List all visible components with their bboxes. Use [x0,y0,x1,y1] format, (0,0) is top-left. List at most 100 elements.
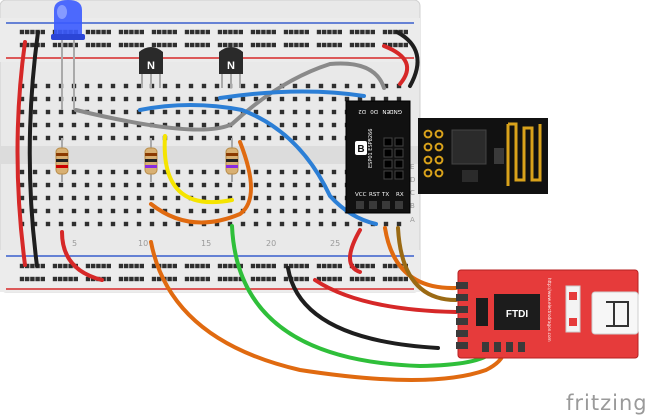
breadboard-hole [136,109,142,115]
breadboard-hole [19,29,25,35]
breadboard-hole [360,263,365,269]
breadboard-hole [136,221,142,227]
breadboard-hole [32,195,38,201]
breadboard-hole [227,109,233,115]
breadboard-hole [228,276,233,282]
breadboard-hole [271,29,276,35]
breadboard-hole [139,263,144,269]
breadboard-hole [332,263,337,269]
breadboard-hole [228,29,233,35]
breadboard-hole [106,263,111,269]
ftdi-header-pin [456,294,468,301]
breadboard-hole [294,29,299,35]
wire-yellow [162,134,234,205]
breadboard-hole [388,42,393,48]
breadboard-hole [162,29,167,35]
breadboard-hole [58,276,63,282]
breadboard-hole [84,195,90,201]
breadboard-hole [71,221,77,227]
breadboard-hole [271,263,276,269]
breadboard-hole [271,276,276,282]
breadboard-hole [331,208,337,214]
esp-pin-top-3: D0 [370,108,378,114]
breadboard-hole [184,29,190,35]
breadboard-hole [71,122,77,128]
breadboard-hole [40,263,45,269]
breadboard-hole [294,276,299,282]
breadboard-hole [305,182,311,188]
breadboard-hole [110,122,116,128]
breadboard-hole [200,276,205,282]
breadboard-hole [214,122,220,128]
breadboard-hole [240,169,246,175]
breadboard-hole [250,29,256,35]
breadboard-hole [97,208,103,214]
breadboard-hole [370,42,375,48]
wire-red-left-rail [15,40,27,267]
breadboard-hole [110,169,116,175]
breadboard-hole [136,182,142,188]
breadboard-hole [101,29,106,35]
breadboard-hole [266,221,272,227]
breadboard-hole [304,276,309,282]
breadboard-hole [25,29,30,35]
esp-logo [355,141,367,155]
ftdi-bottom-pins [482,342,525,352]
esp-module-pin [423,168,433,178]
breadboard-hole [344,221,350,227]
breadboard-hole [240,195,246,201]
breadboard-hole [279,208,285,214]
breadboard-hole [136,208,142,214]
breadboard-hole [45,182,51,188]
ftdi-header-pin [456,342,468,349]
breadboard-hole [304,29,309,35]
breadboard-hole [84,96,90,102]
breadboard-hole [289,263,294,269]
breadboard-hole [188,208,194,214]
breadboard-hole [139,276,144,282]
wire-black-left-rail [27,30,40,268]
breadboard-hole [331,122,337,128]
breadboard-hole [318,122,324,128]
breadboard-hole [149,182,155,188]
breadboard-hole [45,208,51,214]
breadboard-hole [355,42,360,48]
breadboard-hole [175,96,181,102]
wire-green-to-ftdi [230,224,494,369]
breadboard-hole [97,96,103,102]
breadboard-hole [167,29,172,35]
breadboard-hole [289,29,294,35]
wire-red-top-right [382,44,410,86]
esp-chip [451,129,487,165]
ftdi-bottom-pin [494,342,501,352]
breadboard-hole [283,42,289,48]
breadboard-hole [106,42,111,48]
breadboard-hole [279,122,285,128]
breadboard-hole [256,263,261,269]
breadboard-hole [134,29,139,35]
breadboard-hole [157,276,162,282]
breadboard-hole [68,42,73,48]
esp-header-pin [383,137,393,147]
breadboard-hole [355,276,360,282]
breadboard-hole [316,263,322,269]
breadboard-hole [162,122,168,128]
breadboard-hole [344,83,350,89]
breadboard-hole [175,182,181,188]
wire-orange-long [149,240,506,382]
breadboard: 5 10 15 20 25 A B C D E [0,0,421,293]
breadboard-hole [151,263,157,269]
breadboard-hole [58,42,63,48]
breadboard-hole [30,276,35,282]
column-letter-b: B [410,202,415,210]
breadboard-hole [266,208,272,214]
breadboard-hole [45,109,51,115]
transistor-right-label: N [227,60,235,72]
breadboard-hole [190,263,195,269]
breadboard-hole [292,208,298,214]
ftdi-header-pin [456,330,468,337]
breadboard-hole [318,83,324,89]
ftdi-chip [494,294,540,330]
breadboard-hole [200,42,205,48]
breadboard-hole [403,276,408,282]
